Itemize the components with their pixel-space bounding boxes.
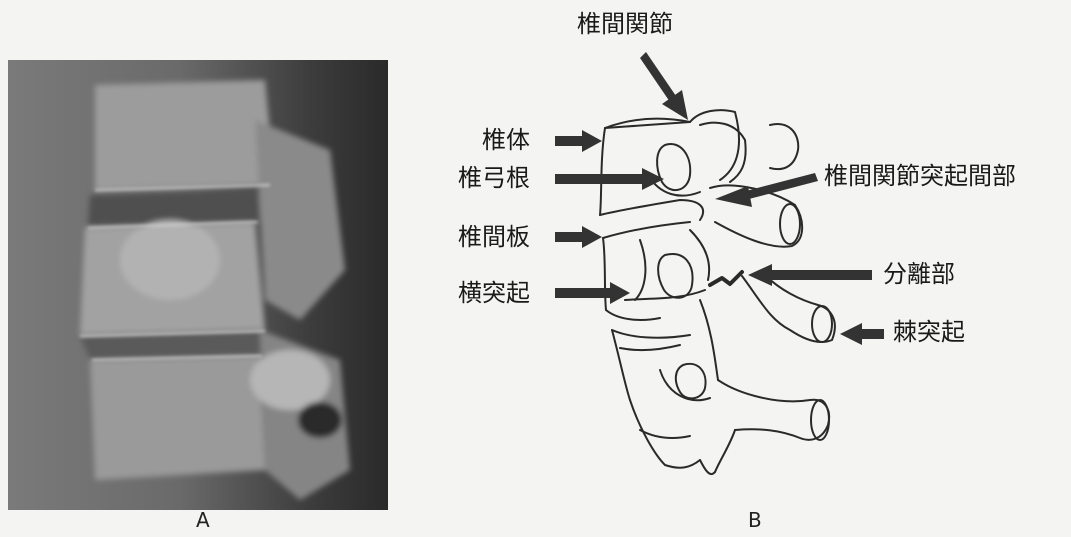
- label-disc: 椎間板: [458, 225, 530, 249]
- panel-label-a: A: [196, 508, 210, 532]
- label-separation: 分離部: [883, 262, 955, 286]
- label-pars-interarticularis: 椎間関節突起間部: [824, 164, 1016, 188]
- panel-label-b: B: [748, 508, 762, 532]
- arrow-pars: [715, 173, 818, 207]
- label-facet-joint: 椎間関節: [577, 12, 673, 36]
- label-vertebral-body: 椎体: [482, 128, 530, 152]
- label-pedicle: 椎弓根: [458, 166, 530, 190]
- spine-drawing: [600, 110, 835, 474]
- arrow-vertebral-body: [555, 130, 602, 152]
- arrow-pedicle: [555, 168, 664, 190]
- arrows: [555, 52, 884, 345]
- arrow-spinous: [840, 323, 884, 345]
- label-spinous-process: 棘突起: [893, 320, 965, 344]
- arrow-transverse: [555, 282, 630, 304]
- xray-image: [8, 60, 388, 510]
- arrow-separation: [748, 264, 872, 286]
- label-transverse-process: 横突起: [458, 281, 530, 305]
- arrow-facet-joint: [640, 52, 688, 120]
- arrow-disc: [555, 226, 602, 248]
